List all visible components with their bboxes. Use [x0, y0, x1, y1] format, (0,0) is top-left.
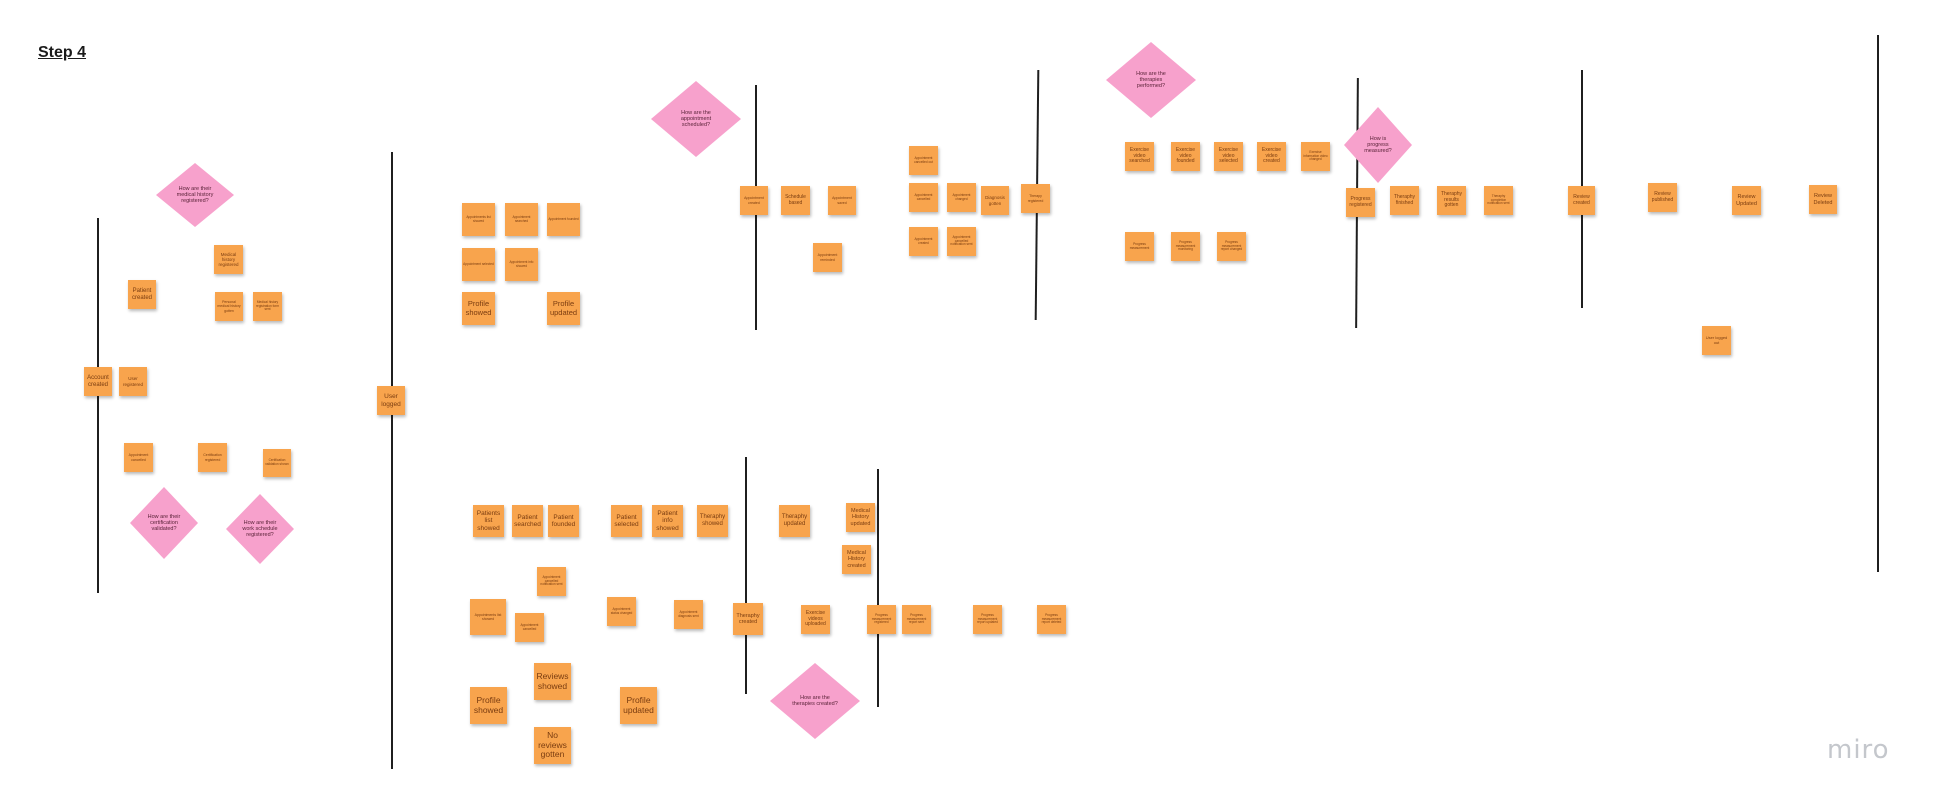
sticky-note[interactable]: Appointment changed — [947, 183, 976, 212]
sticky-note[interactable]: Review Deleted — [1809, 185, 1837, 214]
sticky-note[interactable]: Appointment cancelled — [909, 183, 938, 212]
sticky-note[interactable]: Profile showed — [462, 292, 495, 325]
sticky-note[interactable]: Progress measurement registered — [867, 605, 896, 634]
sticky-note[interactable]: Patients list showed — [473, 505, 504, 537]
sticky-note[interactable]: Appointment cancelled notification sent — [537, 567, 566, 596]
sticky-note[interactable]: User logged — [377, 386, 405, 415]
decision-diamond[interactable]: How is progress measured? — [1344, 107, 1412, 183]
timeline-divider — [97, 218, 99, 593]
sticky-note[interactable]: Exercise video searched — [1125, 142, 1154, 171]
decision-label: How are the therapies performed? — [1136, 70, 1166, 90]
diamond-shape — [651, 81, 741, 157]
sticky-note[interactable]: Profile updated — [620, 687, 657, 724]
diamond-shape — [130, 487, 198, 559]
decision-diamond[interactable]: How are their work schedule registered? — [226, 494, 294, 564]
decision-diamond[interactable]: How are their certification validated? — [130, 487, 198, 559]
sticky-note[interactable]: Appointment cancelled — [515, 613, 544, 642]
sticky-note[interactable]: Appointment info showed — [505, 248, 538, 281]
diamond-shape — [156, 163, 234, 227]
timeline-divider — [877, 469, 879, 707]
sticky-note[interactable]: Certification validation shown — [263, 449, 291, 477]
sticky-note[interactable]: Medical History created — [842, 545, 871, 574]
sticky-note[interactable]: Appointment cancelled out — [909, 146, 938, 175]
sticky-note[interactable]: Appointment saved — [828, 186, 856, 215]
sticky-note[interactable]: Patient searched — [512, 505, 543, 537]
sticky-note[interactable]: Progress measurement report updated — [973, 605, 1002, 634]
timeline-divider — [745, 457, 747, 694]
sticky-note[interactable]: Appointment founded — [547, 203, 580, 236]
sticky-note[interactable]: Patient founded — [548, 505, 579, 537]
sticky-note[interactable]: No reviews gotten — [534, 727, 571, 764]
timeline-divider — [1877, 35, 1879, 572]
sticky-note[interactable]: Exercise video created — [1257, 142, 1286, 171]
sticky-note[interactable]: Review Updated — [1732, 186, 1761, 215]
decision-diamond[interactable]: How are the therapies performed? — [1106, 42, 1196, 118]
sticky-note[interactable]: Appointment reminded — [813, 243, 842, 272]
sticky-note[interactable]: Patient created — [128, 280, 156, 309]
sticky-note[interactable]: Appointment status changed — [607, 597, 636, 626]
sticky-note[interactable]: Theraphy showed — [697, 505, 728, 537]
sticky-note[interactable]: Appointments list showed — [462, 203, 495, 236]
sticky-note[interactable]: Appointments list showed — [470, 599, 506, 635]
sticky-note[interactable]: Progress measurement report deleted — [1037, 605, 1066, 634]
sticky-note[interactable]: Exercise information video changed — [1301, 142, 1330, 171]
sticky-note[interactable]: Appointment searched — [505, 203, 538, 236]
sticky-note[interactable]: Reviews showed — [534, 663, 571, 700]
sticky-note[interactable]: Progress measurement report changed — [1217, 232, 1246, 261]
diamond-shape — [770, 663, 860, 739]
sticky-note[interactable]: Theraphy completion notification sent — [1484, 186, 1513, 215]
sticky-note[interactable]: Theraphy created — [733, 603, 763, 635]
sticky-note[interactable]: Appointment selected — [462, 248, 495, 281]
decision-label: How are the therapies created? — [792, 694, 838, 707]
sticky-note[interactable]: Medical history registration form sent — [253, 292, 282, 321]
sticky-note[interactable]: Appointment created — [740, 186, 768, 215]
sticky-note[interactable]: Patient selected — [611, 505, 642, 537]
sticky-note[interactable]: Certification registered — [198, 443, 227, 472]
sticky-note[interactable]: Progress measurement monitoring — [1171, 232, 1200, 261]
decision-label: How are their work schedule registered? — [242, 519, 278, 539]
sticky-note[interactable]: Profile showed — [470, 687, 507, 724]
sticky-note[interactable]: Progress measurement report sent — [902, 605, 931, 634]
decision-diamond[interactable]: How are the therapies created? — [770, 663, 860, 739]
sticky-note[interactable]: Progress measurement — [1125, 232, 1154, 261]
sticky-note[interactable]: Therapy registered — [1021, 184, 1050, 213]
decision-label: How are their certification validated? — [147, 513, 181, 533]
board-title: Step 4 — [38, 44, 87, 61]
decision-diamond[interactable]: How are the appointment scheduled? — [651, 81, 741, 157]
sticky-note[interactable]: Account created — [84, 367, 112, 396]
sticky-note[interactable]: Medical History updated — [846, 503, 875, 532]
sticky-note[interactable]: Personal medical history gotten — [215, 292, 243, 321]
decision-diamond[interactable]: How are their medical history registered… — [156, 163, 234, 227]
diamond-shape — [1106, 42, 1196, 118]
sticky-note[interactable]: Exercise video selected — [1214, 142, 1243, 171]
sticky-note[interactable]: Appointment created — [909, 227, 938, 256]
sticky-note[interactable]: Exercise video founded — [1171, 142, 1200, 171]
sticky-note[interactable]: Medical history registered — [214, 245, 243, 274]
sticky-note[interactable]: Theraphy finished — [1390, 186, 1419, 215]
sticky-note[interactable]: Appointment cancelled — [124, 443, 153, 472]
miro-logo: miro — [1827, 735, 1890, 765]
decision-label: How are the appointment scheduled? — [680, 109, 712, 129]
sticky-note[interactable]: Exercise videos uploaded — [801, 605, 830, 634]
sticky-note[interactable]: User logged out — [1702, 326, 1731, 355]
sticky-note[interactable]: Diagnosis gotten — [981, 186, 1009, 215]
sticky-note[interactable]: Profile updated — [547, 292, 580, 325]
sticky-note[interactable]: Progress registered — [1346, 188, 1375, 217]
decision-label: How is progress measured? — [1364, 135, 1392, 155]
sticky-note[interactable]: Theraphy updated — [779, 505, 810, 537]
sticky-note[interactable]: Patient info showed — [652, 505, 683, 537]
sticky-note[interactable]: Appointment diagnosis sent — [674, 600, 703, 629]
sticky-note[interactable]: Review created — [1568, 186, 1595, 215]
decision-label: How are their medical history registered… — [176, 185, 214, 205]
diamond-shape — [226, 494, 294, 564]
sticky-note[interactable]: Schedule based — [781, 186, 810, 215]
sticky-note[interactable]: Theraphy results gotten — [1437, 186, 1466, 215]
diamond-shape — [1344, 107, 1412, 183]
sticky-note[interactable]: User registered — [119, 367, 147, 396]
sticky-note[interactable]: Review published — [1648, 183, 1677, 212]
sticky-note[interactable]: Appointment cancelled notification sent — [947, 227, 976, 256]
timeline-divider — [391, 152, 393, 769]
